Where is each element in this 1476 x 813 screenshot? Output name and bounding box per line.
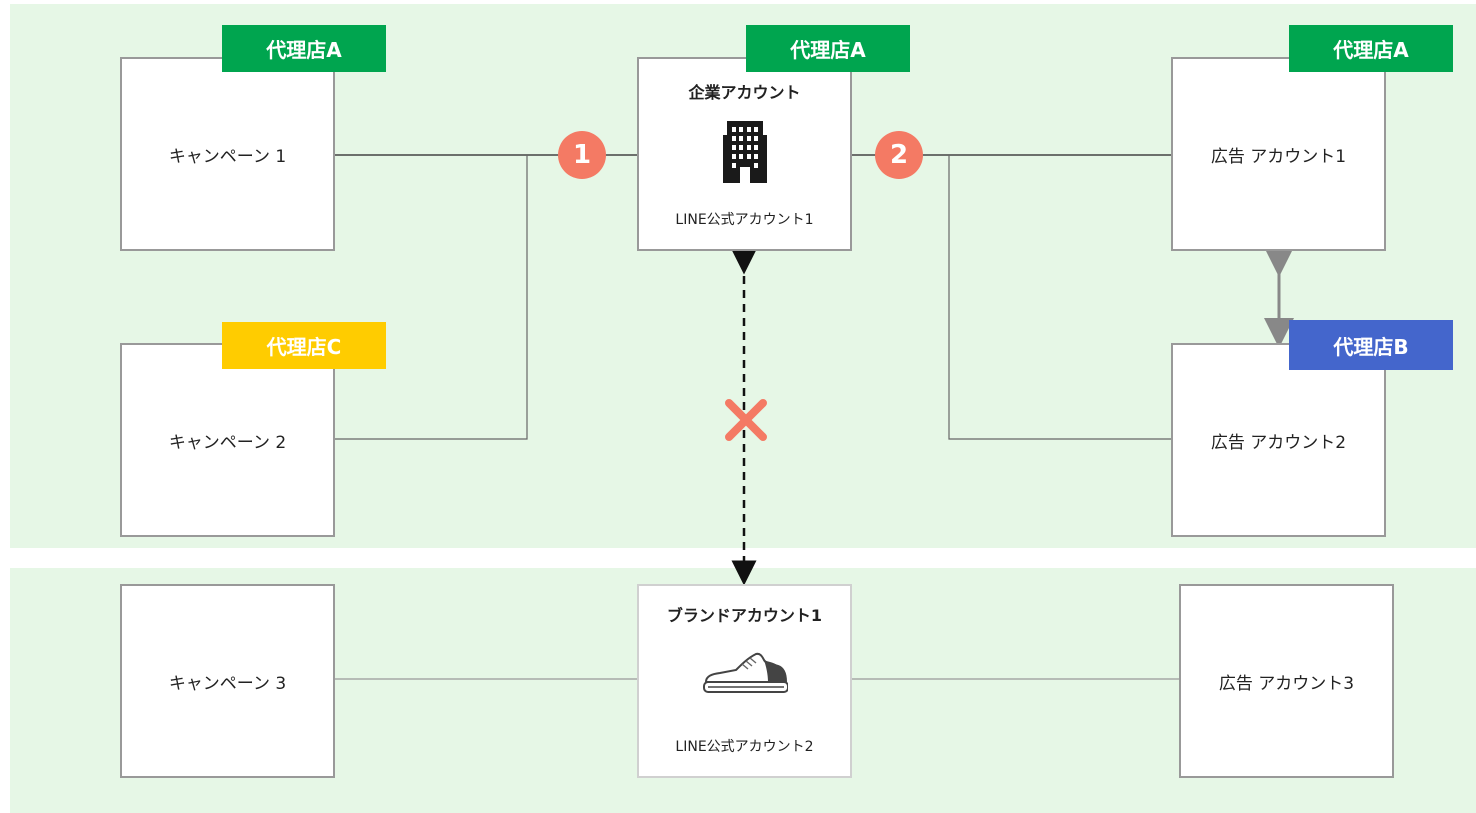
brand-account-box: ブランドアカウント1 LINE公式アカウント2: [637, 584, 852, 778]
step-badge-1: 1: [558, 131, 606, 179]
ad-account3-box: 広告 アカウント3: [1179, 584, 1394, 778]
sneaker-icon: [702, 652, 789, 703]
agency-tag-center: 代理店A: [746, 25, 910, 72]
line-corporate-adaccount2: [948, 155, 1172, 440]
corporate-account-box: 企業アカウント LINE公式アカウント1: [637, 57, 852, 251]
agency-tag-campaign1: 代理店A: [222, 25, 386, 72]
cross-icon: [723, 397, 769, 443]
corporate-account-sub: LINE公式アカウント1: [675, 212, 814, 228]
corporate-account-title: 企業アカウント: [688, 83, 801, 102]
agency-tag-ad-account2: 代理店B: [1289, 320, 1453, 370]
building-icon: [722, 121, 767, 188]
brand-account-sub: LINE公式アカウント2: [675, 739, 814, 755]
line-campaign2-corporate: [334, 155, 528, 440]
ad-account3-label: 広告 アカウント3: [1218, 673, 1355, 694]
campaign2-label: キャンペーン 2: [168, 432, 287, 453]
campaign1-label: キャンペーン 1: [168, 146, 287, 167]
agency-tag-ad-account1: 代理店A: [1289, 25, 1453, 72]
step-badge-2: 2: [875, 131, 923, 179]
campaign1-box: キャンペーン 1: [120, 57, 335, 251]
campaign2-box: キャンペーン 2: [120, 343, 335, 537]
brand-account-title: ブランドアカウント1: [666, 606, 823, 625]
ad-account2-box: 広告 アカウント2: [1171, 343, 1386, 537]
ad-account1-label: 広告 アカウント1: [1210, 146, 1347, 167]
ad-account1-box: 広告 アカウント1: [1171, 57, 1386, 251]
campaign3-box: キャンペーン 3: [120, 584, 335, 778]
campaign3-label: キャンペーン 3: [168, 673, 287, 694]
ad-account2-label: 広告 アカウント2: [1210, 432, 1347, 453]
agency-tag-campaign2: 代理店C: [222, 322, 386, 369]
